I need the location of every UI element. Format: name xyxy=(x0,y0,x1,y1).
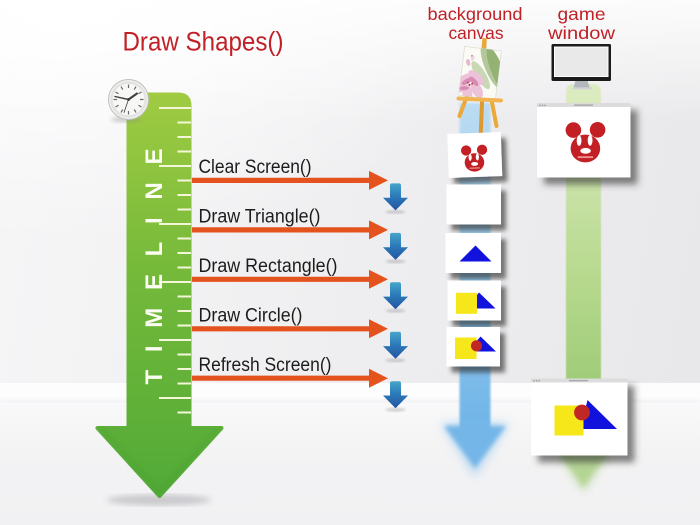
svg-text:canvas: canvas xyxy=(449,23,504,43)
svg-text:window: window xyxy=(547,23,616,43)
svg-text:Clear Screen(): Clear Screen() xyxy=(199,157,312,178)
svg-text:Draw Triangle(): Draw Triangle() xyxy=(199,207,321,228)
svg-text:Draw Shapes(): Draw Shapes() xyxy=(123,27,284,57)
svg-text:background: background xyxy=(428,4,523,24)
svg-text:game: game xyxy=(558,4,606,24)
svg-text:Draw Circle(): Draw Circle() xyxy=(199,306,303,327)
svg-text:Refresh Screen(): Refresh Screen() xyxy=(199,355,332,376)
svg-text:Draw Rectangle(): Draw Rectangle() xyxy=(199,256,338,277)
